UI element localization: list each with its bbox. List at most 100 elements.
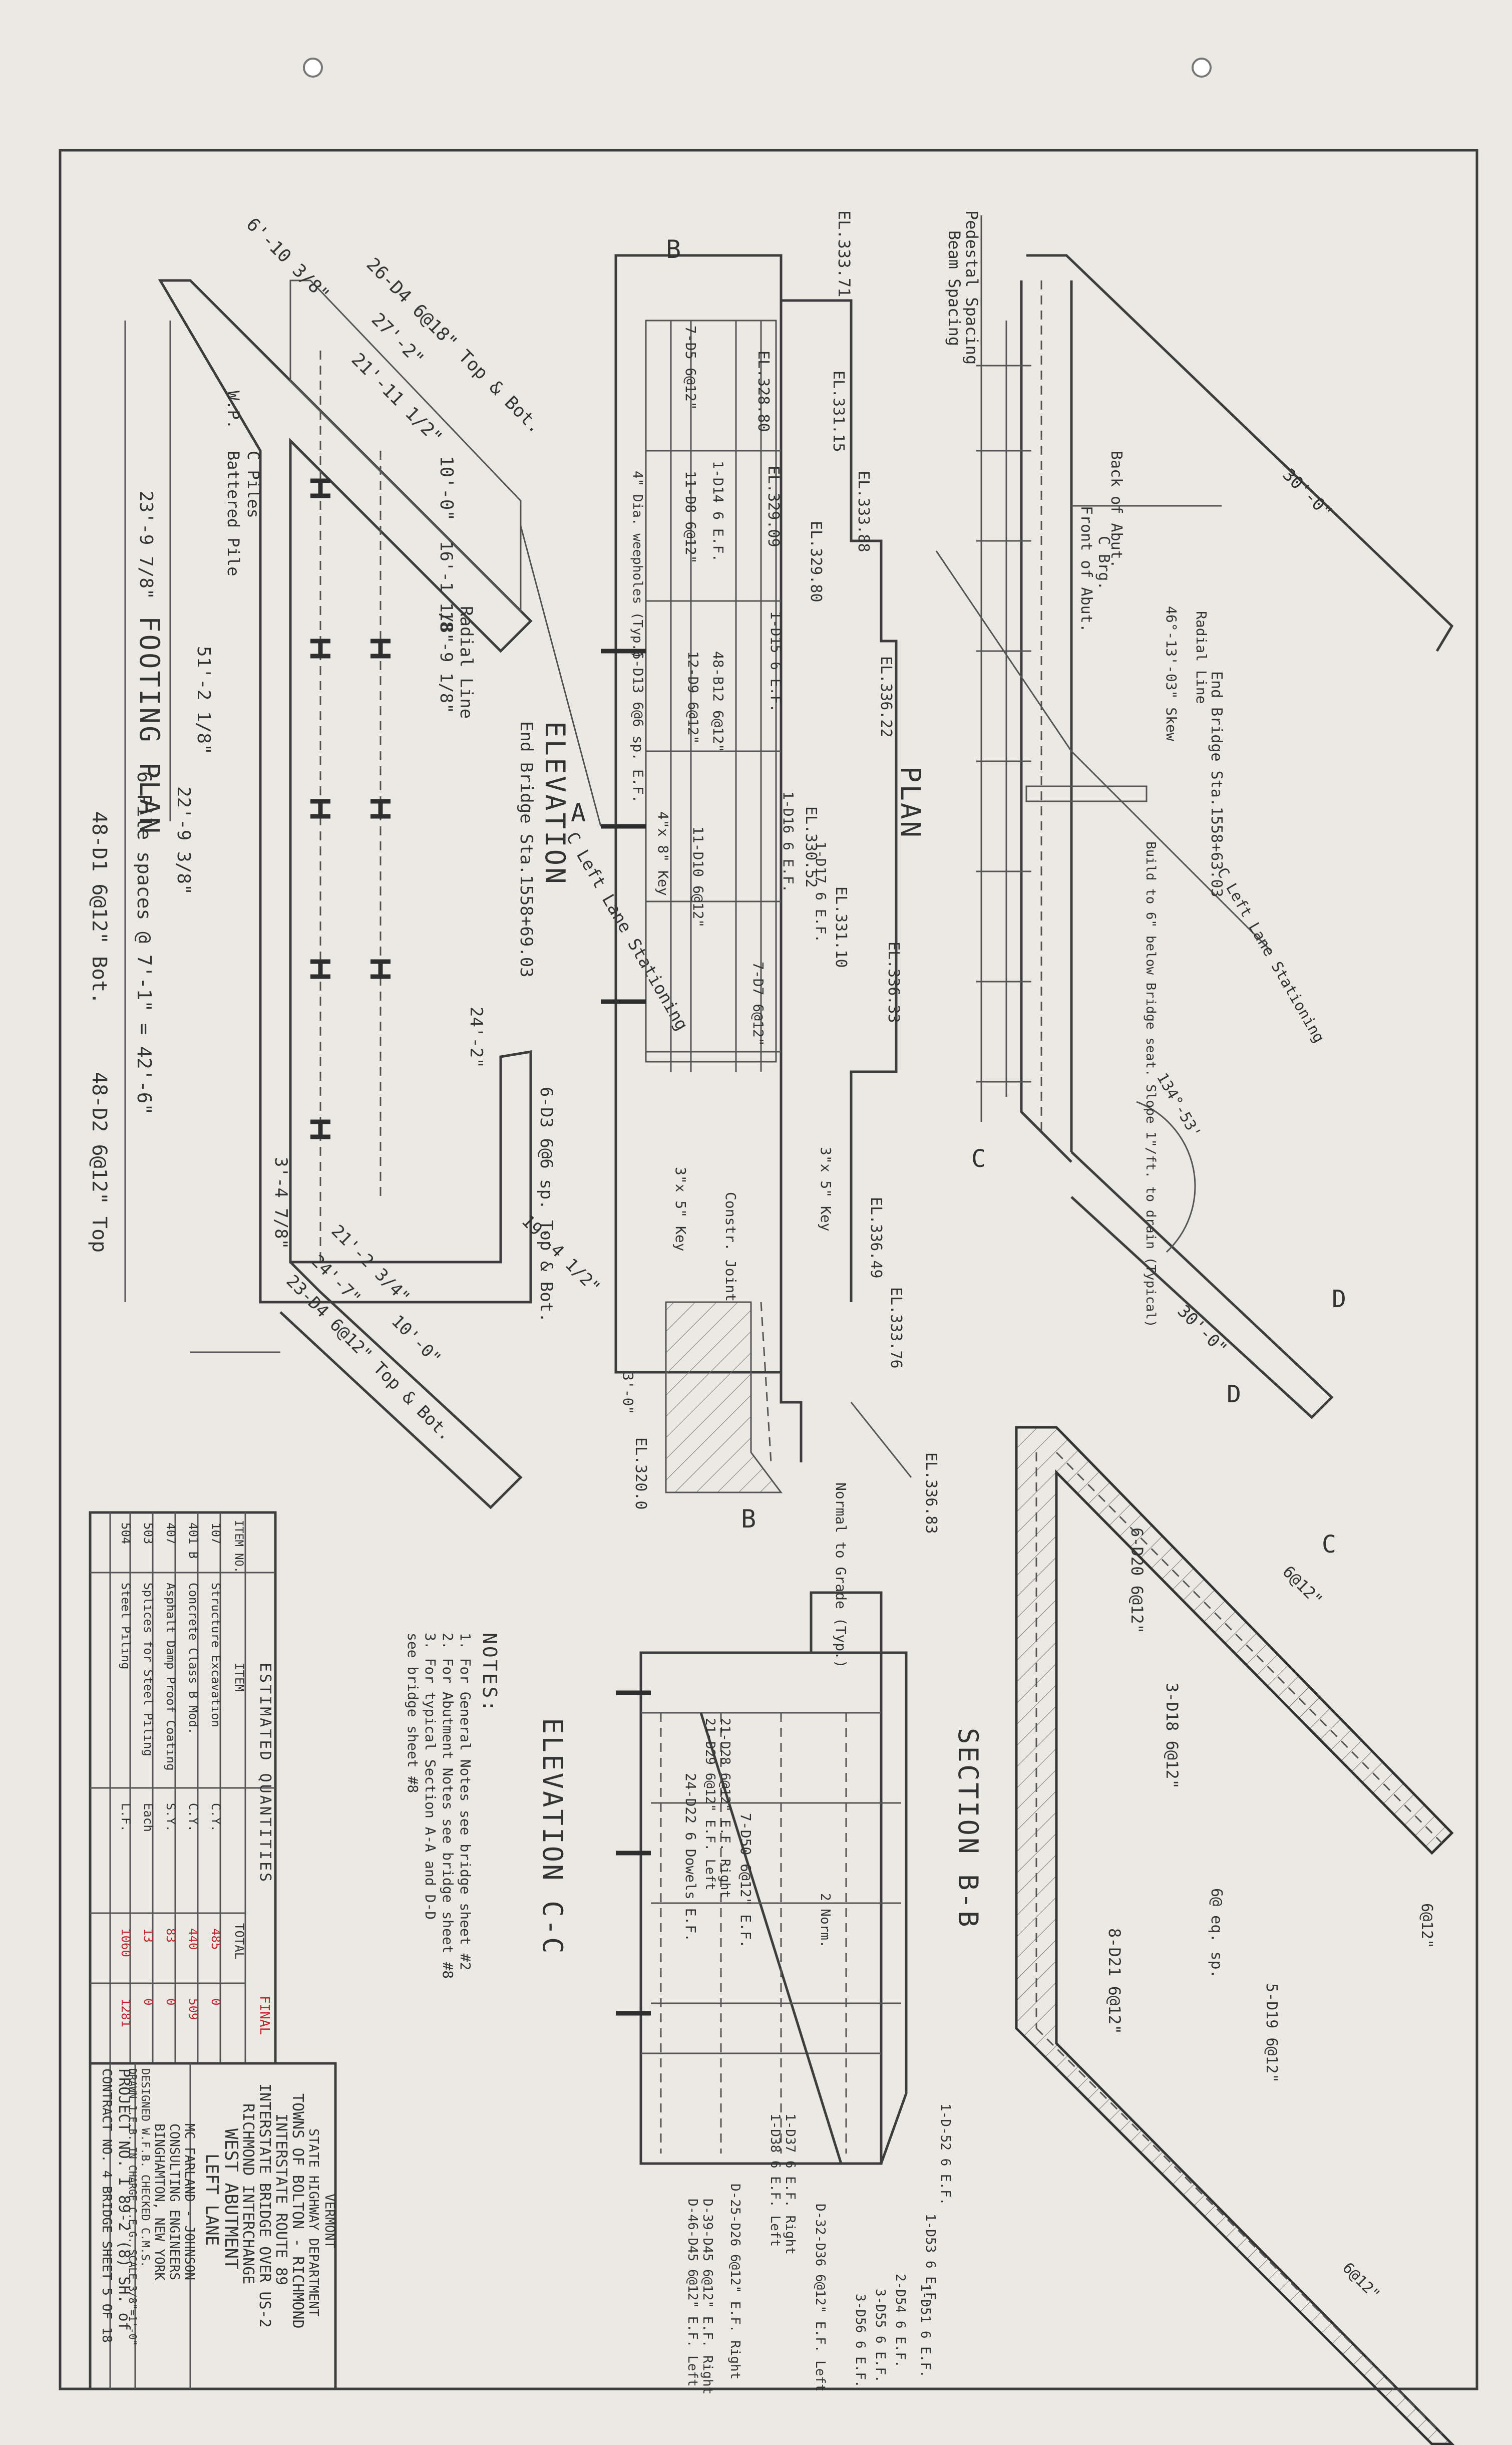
svg-text:C.Y.: C.Y. [209, 1803, 223, 1832]
footing-dim: 6 Pile spaces @ 7'-1" = 42'-6" [133, 771, 155, 1115]
footing-width: 3'-0" [620, 1372, 636, 1414]
rebar-label: 1-D14 6 E.F. [710, 461, 726, 562]
table-row: 107 Structure Excavation C.Y. 485 0 [209, 1522, 223, 2005]
col-item-no: ITEM NO. [232, 1520, 245, 1573]
quantities-title: ESTIMATED QUANTITIES [256, 1663, 274, 1884]
normal-to-grade-label: Normal to Grade (Typ.) [833, 1482, 849, 1668]
footing-dim: 10'-0" [436, 456, 457, 521]
rebar-label: 11-D8 6@12" [682, 471, 699, 563]
cc-rebar-label: D-25-D26 6@12" E.F. Right [727, 2184, 742, 2379]
title-line: TOWNS OF BOLTON - RICHMOND [289, 2093, 306, 2329]
svg-text:0: 0 [209, 1998, 223, 2005]
rebar-label: 4"x 8" Key [655, 811, 671, 896]
notes-block: NOTES: 1. For General Notes see bridge s… [405, 1633, 501, 1979]
section-mark-a: A [571, 798, 586, 827]
cc-rebar [616, 1690, 901, 2154]
constr-joint-label: Constr. Joint [722, 1192, 739, 1302]
footing-dim: 3'-4 7/8" [271, 1157, 291, 1249]
title-line: STATE HIGHWAY DEPARTMENT [306, 2128, 321, 2317]
title-line: RICHMOND INTERCHANGE [239, 2103, 257, 2284]
bearing-label: C Brg. [1095, 536, 1112, 590]
section-rebar: 5-D19 6@12" [1263, 1983, 1280, 2083]
battered-pile-label: Battered Pile [224, 451, 243, 576]
backwall-profile [781, 299, 898, 1302]
table-row: 401 B Concrete Class B Mod. C.Y. 440 509 [186, 1522, 200, 2020]
table-row: 504 Steel Piling L.F. 1060 1281 [119, 1522, 133, 2027]
svg-text:504: 504 [119, 1522, 133, 1544]
title-line: VERMONT [322, 2194, 337, 2249]
cc-rebar-label: 21-D29 6@12" E.F. Left [702, 1718, 717, 1890]
rebar-label: 6-D13 6@6 sp. E.F. [630, 651, 646, 803]
col-item: ITEM [232, 1663, 246, 1692]
col-final: FINAL [257, 1996, 272, 2035]
pile-markers [310, 478, 391, 1139]
title-line: WEST ABUTMENT [221, 2128, 241, 2270]
front-of-abut-label: Front of Abut. [1077, 506, 1095, 633]
cc-slope-line [699, 1712, 843, 2164]
plan-radial-label: Radial Line [1193, 611, 1210, 704]
title-line: LEFT LANE [202, 2154, 222, 2246]
elevation-mark: EL.333.71 [835, 210, 854, 297]
elevation-mark: EL.336.33 [885, 942, 902, 1023]
section-mark-d: D [1227, 1380, 1241, 1408]
footing-dim: 6-D3 6@6 sp. Top & Bot. [536, 1087, 556, 1323]
wp-label: W.P. [224, 391, 243, 429]
svg-text:Asphalt Damp Proof Coating: Asphalt Damp Proof Coating [164, 1583, 178, 1771]
svg-text:Each: Each [141, 1803, 155, 1832]
radial-line [520, 525, 602, 827]
svg-text:0: 0 [141, 1998, 155, 2005]
piles-label: C Piles [244, 451, 263, 518]
elevation-mark: EL.336.83 [922, 1452, 940, 1534]
rebar-lines [601, 321, 781, 1072]
notes-heading: NOTES: [479, 1633, 501, 1713]
plan-radial-line [1070, 750, 1273, 953]
svg-text:401 B: 401 B [186, 1522, 200, 1559]
section-mark-c: C [1322, 1531, 1336, 1559]
plan-wing-top [1026, 254, 1454, 652]
rebar-label: 48-B12 6@12" [710, 651, 726, 752]
note-line: see bridge sheet #8 [405, 1633, 421, 1793]
svg-text:503: 503 [141, 1522, 155, 1544]
elevation-mark: EL.328.80 [754, 351, 772, 432]
footing-dim: 16'-1 1/8" [436, 541, 456, 644]
elevation-mark: EL.336.22 [877, 656, 895, 738]
section-mark-c: C [971, 1145, 986, 1173]
section-rebar: 8-D21 6@12" [1105, 1928, 1124, 2034]
svg-text:S.Y.: S.Y. [164, 1803, 178, 1832]
svg-text:1060: 1060 [119, 1928, 133, 1957]
elevation-mark: EL.329.80 [807, 521, 825, 602]
cc-rebar-label: 1-D51 6 E.F. [918, 2284, 933, 2378]
cc-wall [639, 1651, 883, 2165]
skew-arc [1136, 1101, 1196, 1253]
footing-outline [158, 279, 533, 1304]
title-line: DRAWN J.E.B. IN CHARGE C.E.G. SCALE 3/8"… [127, 2068, 139, 2346]
cc-rebar-label: 1-D37 6 E.F. Right [783, 2113, 798, 2255]
cc-rebar-label: 21-D28 6@12" E.F. Right [717, 1718, 732, 1898]
quantities-table: ESTIMATED QUANTITIES ITEM NO. ITEM TOTAL… [89, 1511, 277, 2065]
skew-label: 46°-13'-03" Skew [1163, 606, 1180, 741]
cc-rebar-label: D-46-D45 6@12" E.F. Left [685, 2199, 700, 2387]
elevation-title: ELEVATION [539, 721, 571, 886]
cc-rebar-label: D-39-D45 6@12" E.F. Right [700, 2199, 715, 2394]
title-line: BINGHAMTON, NEW YORK [152, 2123, 167, 2280]
cc-rebar-label: 2-D54 6 E.F. [893, 2274, 908, 2368]
sheet-border [59, 149, 1478, 2390]
section-mark-b: B [741, 1504, 756, 1534]
title-line: MC FARLAND - JOHNSON [182, 2123, 197, 2280]
elevation-mark: EL.333.88 [855, 471, 872, 552]
radial-line-label: Radial Line [456, 606, 476, 719]
svg-text:407: 407 [164, 1522, 178, 1544]
svg-text:Concrete Class B Mod.: Concrete Class B Mod. [186, 1583, 200, 1734]
breastwall [645, 320, 777, 1063]
elevation-mark: EL.331.10 [832, 886, 850, 968]
footing-dim: 24'-2" [466, 1007, 486, 1068]
title-line: DESIGNED W.F.B. CHECKED C.M.S. [139, 2068, 151, 2267]
section-bb-outline [1015, 1426, 1455, 2445]
footing-dim: 51'-2 1/8" [193, 646, 214, 755]
footing-dim: 48-D1 6@12" Bot. [88, 811, 111, 1004]
end-bridge-station: End Bridge Sta.1558+69.03 [516, 721, 536, 978]
pedestal-spacing-label: Pedestal Spacing [962, 210, 981, 365]
key-label: 3"x 5" Key [818, 1147, 834, 1232]
